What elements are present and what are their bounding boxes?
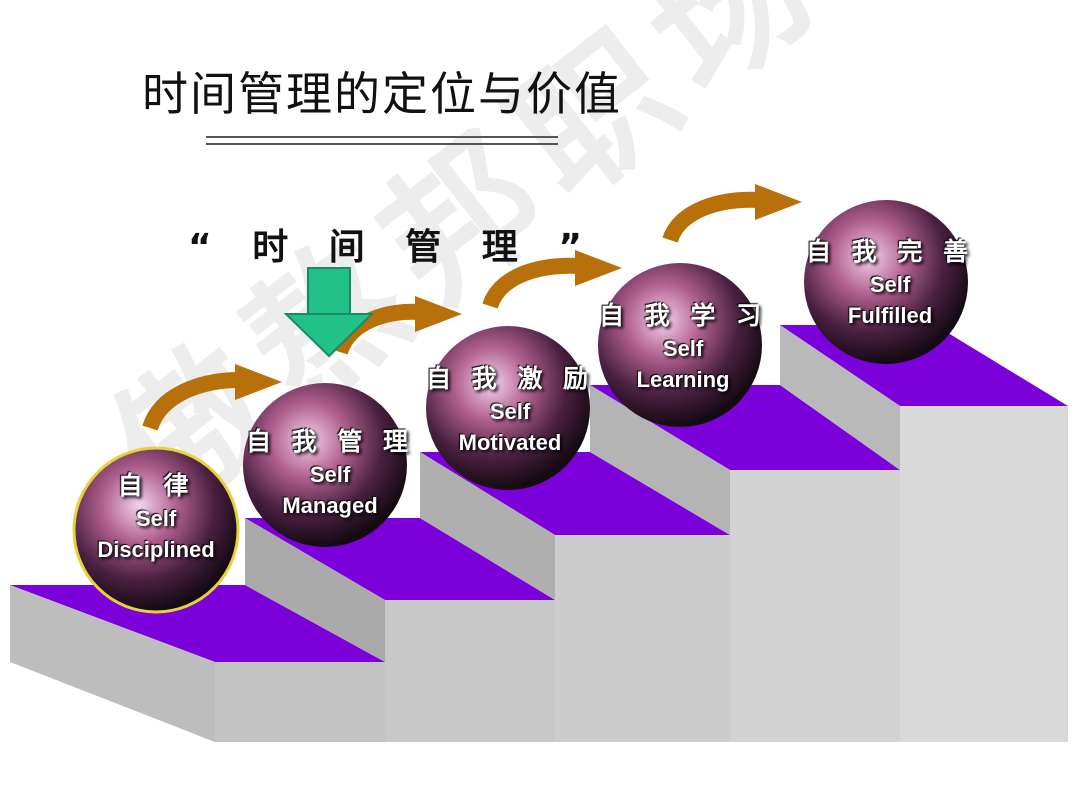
step-3-cn: 自 我 激 励 bbox=[425, 364, 595, 393]
page-title: 时间管理的定位与价值 bbox=[142, 67, 622, 121]
stair-left-face bbox=[10, 585, 215, 742]
step-5-label: 自 我 完 善 Self Fulfilled bbox=[806, 235, 974, 331]
step-2-side bbox=[420, 452, 555, 600]
step-4-side bbox=[780, 325, 900, 470]
step-5-en1: Self bbox=[869, 272, 911, 297]
step-4-en1: Self bbox=[662, 336, 704, 361]
step-5-en2: Fulfilled bbox=[847, 303, 933, 328]
step-3-side bbox=[590, 385, 730, 535]
arrowhead-icon bbox=[235, 364, 282, 400]
step-1-label: 自 律 Self Disciplined bbox=[97, 469, 214, 565]
step-4-label: 自 我 学 习 Self Learning bbox=[599, 299, 767, 395]
step-2-cn: 自 我 管 理 bbox=[245, 427, 415, 456]
progress-arrows bbox=[142, 184, 802, 431]
arrowhead-icon bbox=[755, 184, 802, 220]
step-3-en1: Self bbox=[489, 399, 531, 424]
title-underline bbox=[206, 136, 558, 145]
step-2-label: 自 我 管 理 Self Managed bbox=[246, 425, 414, 521]
step-3-label: 自 我 激 励 Self Motivated bbox=[426, 362, 594, 458]
step-2-en1: Self bbox=[309, 462, 351, 487]
step-5-riser bbox=[900, 406, 1068, 742]
curved-arrow-icon bbox=[332, 303, 421, 356]
time-management-label: “ 时 间 管 理 ” bbox=[188, 227, 596, 268]
step-1-riser bbox=[215, 662, 385, 742]
step-1-top bbox=[10, 585, 385, 662]
step-2-riser bbox=[385, 600, 555, 742]
step-1-en2: Disciplined bbox=[97, 537, 215, 562]
step-1-cn: 自 律 bbox=[117, 471, 195, 500]
sphere-1 bbox=[72, 446, 240, 614]
step-2-en2: Managed bbox=[282, 493, 378, 518]
step-1-side bbox=[245, 518, 385, 662]
down-arrow-icon bbox=[283, 267, 375, 358]
step-1-en1: Self bbox=[135, 506, 177, 531]
step-4-riser bbox=[730, 470, 900, 742]
sphere-3 bbox=[426, 326, 590, 490]
sphere-5 bbox=[804, 200, 968, 364]
arrowhead-icon bbox=[575, 250, 622, 286]
curved-arrow-icon bbox=[662, 191, 761, 244]
curved-arrow-icon bbox=[482, 257, 581, 310]
step-3-riser bbox=[555, 535, 730, 742]
curved-arrow-icon bbox=[142, 372, 241, 431]
step-5-cn: 自 我 完 善 bbox=[805, 237, 975, 266]
sphere-4 bbox=[598, 263, 762, 427]
arrowhead-icon bbox=[415, 296, 462, 332]
step-3-en2: Motivated bbox=[458, 430, 562, 455]
step-4-cn: 自 我 学 习 bbox=[598, 301, 768, 330]
step-4-en2: Learning bbox=[636, 367, 730, 392]
sphere-2 bbox=[243, 383, 407, 547]
